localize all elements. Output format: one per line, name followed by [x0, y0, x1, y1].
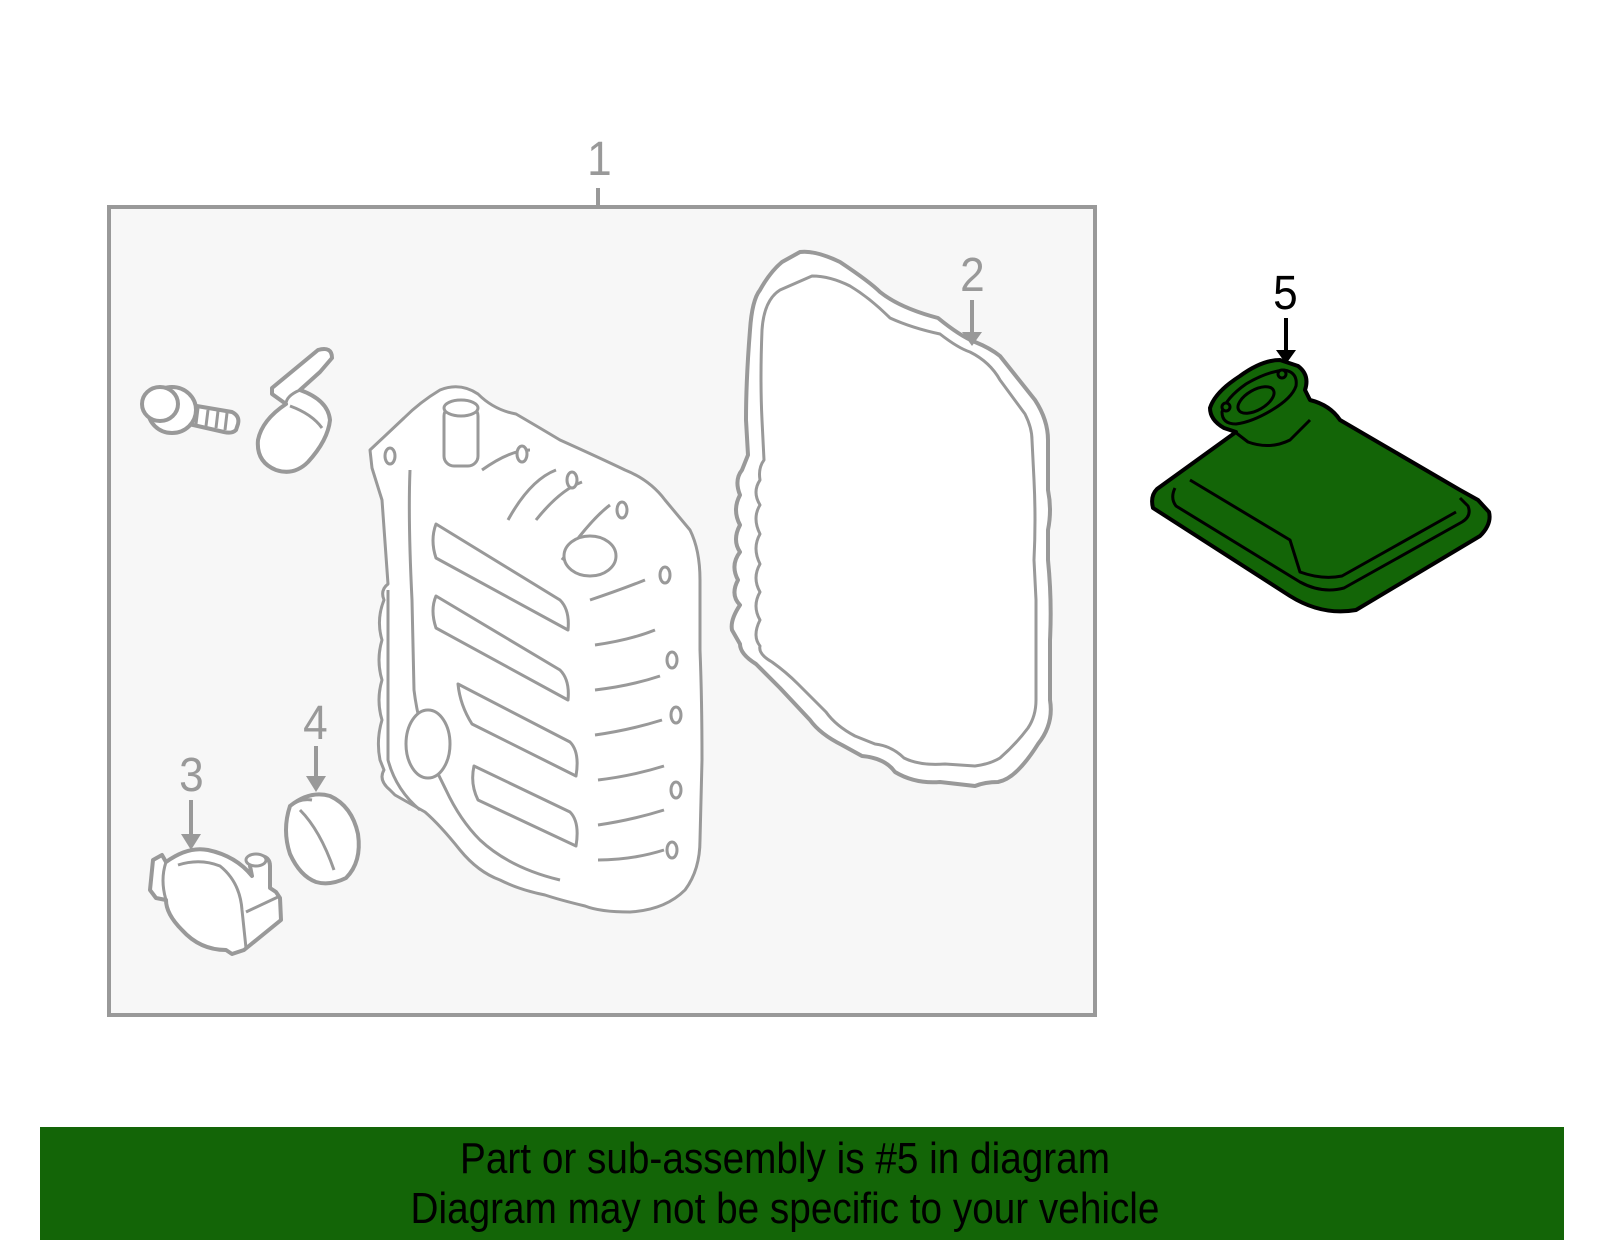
callout-1-label: 1: [587, 133, 612, 186]
pipe-fitting-icon: [255, 347, 334, 474]
callout-5-arrow: [1276, 318, 1296, 364]
callout-5-label: 5: [1273, 267, 1298, 320]
clip-bracket-icon: [148, 847, 283, 956]
banner-line-part-number: Part or sub-assembly is #5 in diagram: [460, 1134, 1110, 1183]
seal-ring-icon: [284, 792, 361, 886]
info-banner: Part or sub-assembly is #5 in diagram Di…: [40, 1127, 1564, 1240]
banner-line-disclaimer: Diagram may not be specific to your vehi…: [410, 1184, 1160, 1233]
bolt-icon: [140, 385, 241, 435]
callout-3-arrow: [181, 800, 201, 850]
callout-2-arrow: [962, 300, 982, 346]
callout-4-arrow: [306, 746, 326, 792]
callout-2-label: 2: [960, 249, 985, 302]
transmission-filter-icon: [1150, 358, 1492, 614]
callout-4-label: 4: [303, 697, 328, 750]
callout-3-label: 3: [179, 749, 204, 802]
oil-pan-icon: [368, 385, 704, 914]
gasket-icon: [729, 249, 1053, 788]
